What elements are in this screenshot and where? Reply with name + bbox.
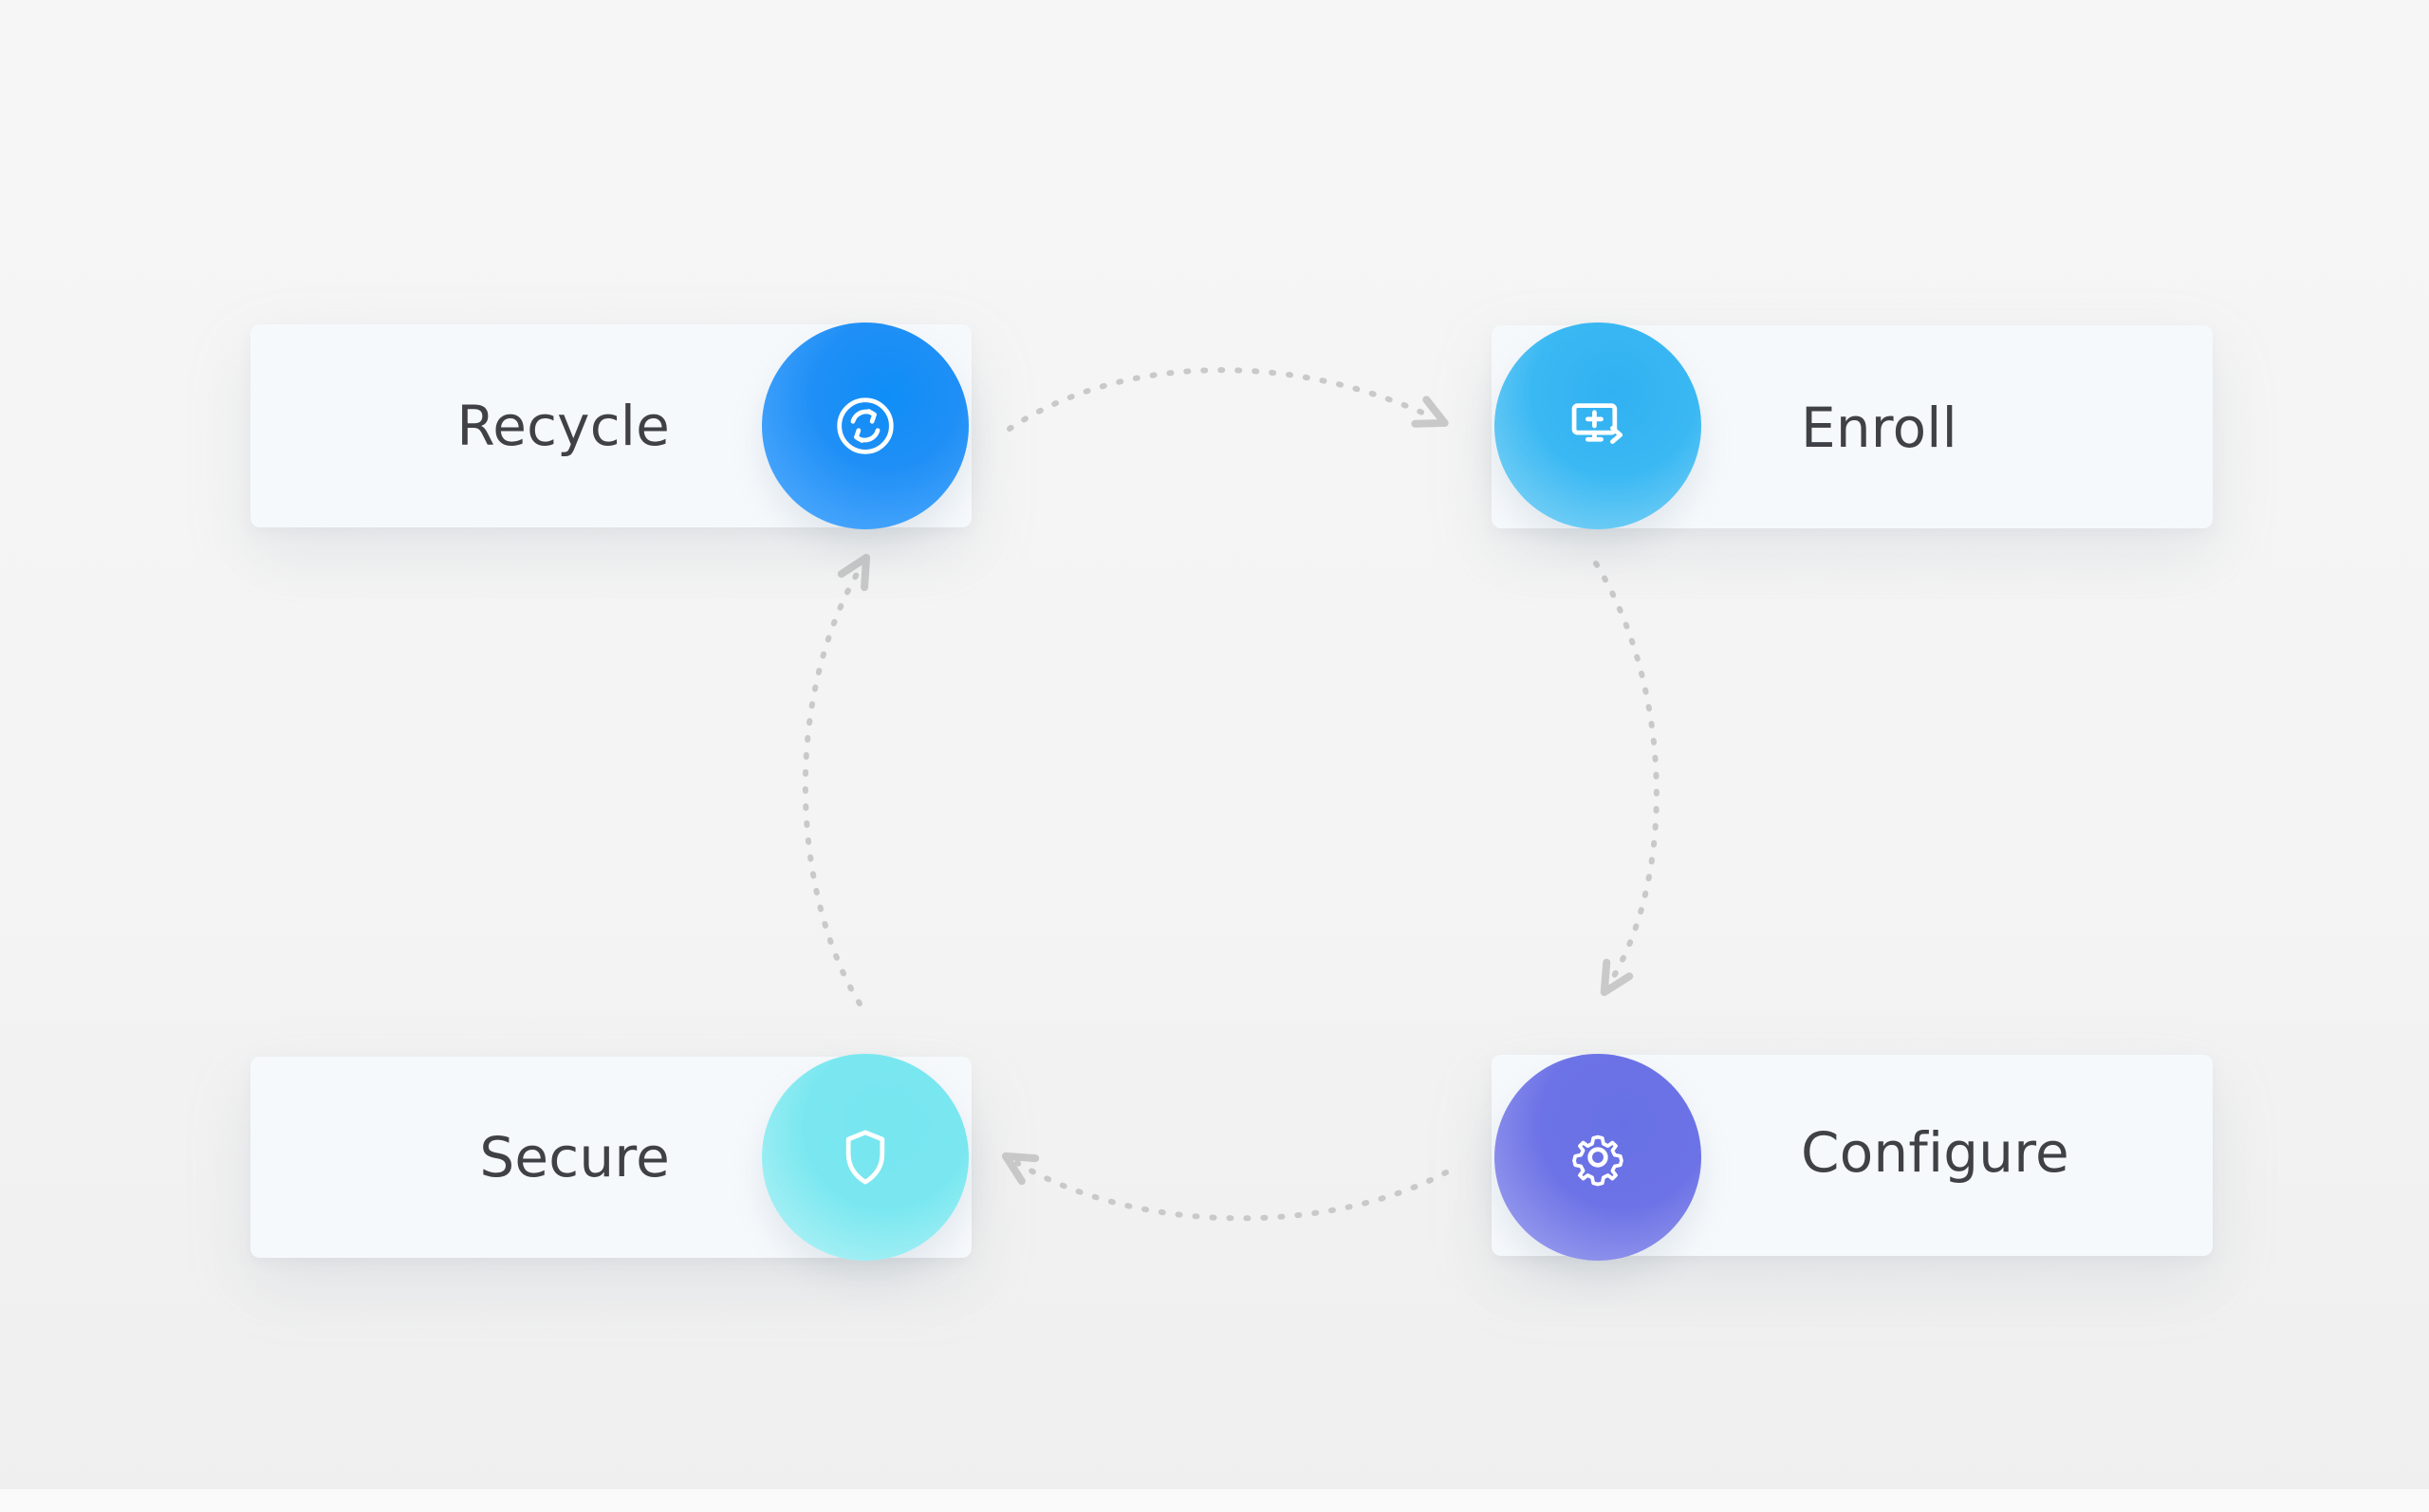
monitor-plus-icon — [1571, 403, 1623, 444]
arrow-secure-to-recycle — [802, 553, 871, 1006]
background-strip — [0, 1489, 2429, 1512]
recycle-node — [762, 323, 969, 529]
arrow-configure-to-secure — [1001, 1152, 1449, 1222]
gear-icon — [1572, 1134, 1623, 1187]
secure-node — [762, 1054, 969, 1261]
arrow-recycle-to-enroll — [1007, 367, 1449, 432]
shield-icon — [845, 1130, 885, 1185]
configure-node — [1494, 1054, 1701, 1261]
sync-icon — [837, 397, 894, 454]
configure-label: Configure — [1801, 1120, 2069, 1185]
enroll-label: Enroll — [1801, 396, 1957, 460]
secure-label: Secure — [479, 1125, 670, 1189]
enroll-node — [1494, 323, 1701, 529]
arrow-enroll-to-configure — [1593, 561, 1660, 996]
recycle-label: Recycle — [456, 394, 670, 458]
